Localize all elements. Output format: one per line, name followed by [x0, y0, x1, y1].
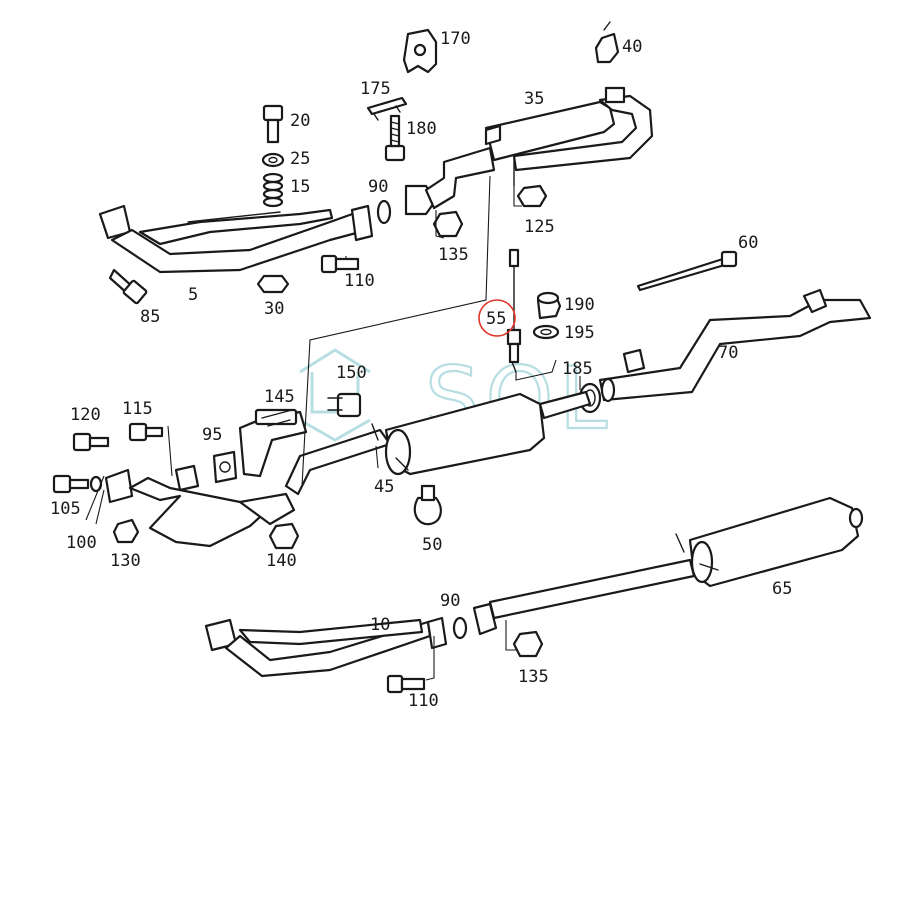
part-140-nut [268, 522, 300, 550]
part-65-rear-muffler [488, 496, 864, 620]
callout-100: 100 [66, 533, 97, 553]
callout-5: 5 [188, 285, 198, 305]
part-125-nut [516, 184, 548, 208]
callout-35: 35 [524, 89, 544, 109]
callout-130: 130 [110, 551, 141, 571]
part-95-gasket [212, 450, 238, 484]
part-135-nut-upper [432, 210, 464, 238]
callout-20: 20 [290, 111, 310, 131]
callout-150: 150 [336, 363, 367, 383]
callout-140: 140 [266, 551, 297, 571]
part-50-clamp [413, 484, 442, 526]
part-55-sensor [506, 248, 522, 373]
callout-175: 175 [360, 79, 391, 99]
callout-190: 190 [564, 295, 595, 315]
callout-10: 10 [370, 615, 390, 635]
leader-lines [85, 175, 581, 681]
watermark-logo-icon [299, 348, 371, 442]
callout-30: 30 [264, 299, 284, 319]
callout-50: 50 [422, 535, 442, 555]
callout-90-upper: 90 [368, 177, 388, 197]
part-25-washer [261, 152, 285, 168]
callout-95: 95 [202, 425, 222, 445]
callout-85: 85 [140, 307, 160, 327]
part-20-bolt [262, 104, 284, 144]
part-105-bolt [52, 474, 90, 494]
callout-145: 145 [264, 387, 295, 407]
part-60-cable-tie [636, 250, 738, 292]
callout-195: 195 [564, 323, 595, 343]
part-130-nut [112, 518, 140, 544]
callout-105: 105 [50, 499, 81, 519]
part-85-bolt [108, 268, 148, 305]
callout-135-upper: 135 [438, 245, 469, 265]
part-135-nut-lower [512, 630, 544, 658]
part-30-nut [256, 274, 290, 294]
part-90-gasket-upper [376, 199, 392, 225]
callout-125: 125 [524, 217, 555, 237]
callout-110-lower: 110 [408, 691, 439, 711]
callout-110-upper: 110 [344, 271, 375, 291]
callout-25: 25 [290, 149, 310, 169]
part-110-bolt-lower [386, 674, 426, 694]
callout-70: 70 [718, 343, 738, 363]
part-65-flange [472, 602, 498, 636]
callout-60: 60 [738, 233, 758, 253]
callout-180: 180 [406, 119, 437, 139]
part-150-connector [327, 392, 362, 418]
part-120-bolt [72, 432, 110, 452]
front-catalytic-pipe [104, 464, 296, 548]
part-170-hanger [402, 28, 438, 74]
part-10-front-pipe [204, 616, 448, 678]
part-180-bolt [384, 114, 406, 162]
callout-90-lower: 90 [440, 591, 460, 611]
part-110-bolt-upper [320, 254, 360, 274]
part-175-strap [366, 96, 408, 121]
part-195-washer [532, 324, 560, 340]
part-40-bracket [594, 21, 620, 64]
callout-135-lower: 135 [518, 667, 549, 687]
callout-120: 120 [70, 405, 101, 425]
callout-15: 15 [290, 177, 310, 197]
callout-40: 40 [622, 37, 642, 57]
callout-115: 115 [122, 399, 153, 419]
part-115-bolt [128, 422, 164, 442]
callout-170: 170 [440, 29, 471, 49]
part-90-gasket-lower [452, 616, 468, 640]
part-70-tail-pipe [598, 288, 872, 403]
part-15-spring [262, 172, 284, 208]
callout-55: 55 [486, 309, 506, 329]
part-45-center-muffler [284, 390, 592, 496]
part-100-washer [89, 475, 103, 493]
callout-65: 65 [772, 579, 792, 599]
part-145-catalytic-assembly [238, 408, 308, 478]
callout-labels: 170 40 175 35 20 180 25 15 90 125 135 60… [50, 29, 792, 711]
part-5-front-pipe [98, 204, 374, 274]
callout-185: 185 [562, 359, 593, 379]
part-190-plug [536, 291, 562, 320]
callout-45: 45 [374, 477, 394, 497]
part-35-intermediate-pipe [404, 86, 654, 216]
highlight-circle-55 [478, 299, 516, 337]
